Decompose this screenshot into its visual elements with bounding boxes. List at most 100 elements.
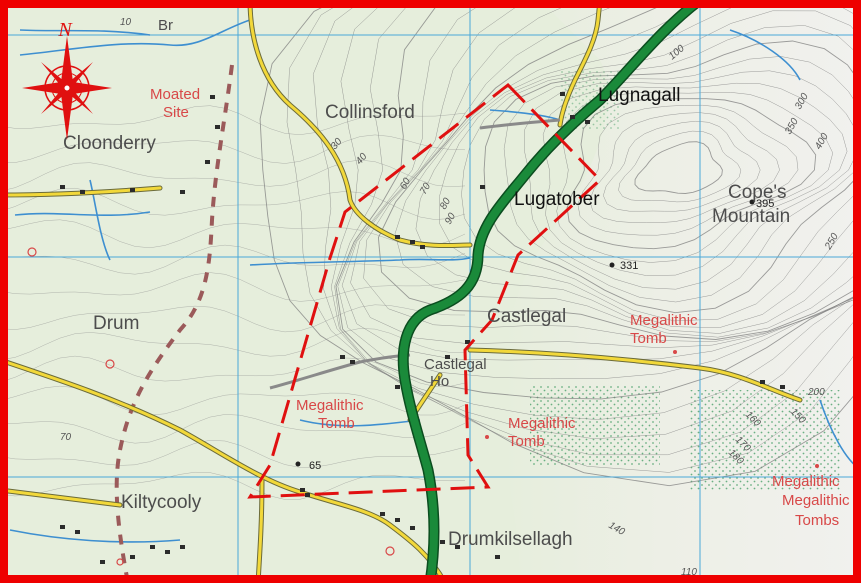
- building: [340, 355, 345, 359]
- contour-label: 80: [438, 196, 453, 212]
- contour-line: [0, 159, 466, 192]
- building: [205, 160, 210, 164]
- contour-label: 60: [398, 176, 413, 192]
- contour-line: [0, 328, 466, 361]
- contour-label: 70: [60, 432, 72, 443]
- place-label: Lugnagall: [598, 85, 680, 106]
- antiquity-label: Megalithic: [782, 492, 850, 509]
- contour-line: [350, 0, 861, 349]
- contour-line: [394, 0, 861, 338]
- building: [760, 380, 765, 384]
- contour-label: 70: [418, 181, 433, 197]
- building: [455, 545, 460, 549]
- river: [19, 29, 151, 36]
- township-boundary: [114, 64, 234, 583]
- contour-line: [503, 56, 861, 303]
- spot-height-dot: [295, 461, 301, 467]
- building: [180, 545, 185, 549]
- contour-line: [337, 0, 861, 380]
- contour-line: [286, 0, 861, 473]
- place-label: Castlegal: [487, 306, 566, 327]
- building: [75, 530, 80, 534]
- building: [480, 185, 485, 189]
- building: [395, 385, 400, 389]
- contour-line: [363, 0, 861, 342]
- antiquity-label: Tomb: [508, 433, 545, 450]
- river: [249, 257, 471, 266]
- contour-line: [341, 0, 861, 361]
- rivers: [9, 19, 861, 543]
- track: [479, 118, 561, 130]
- contour-line: [603, 120, 761, 212]
- contour-line: [377, 0, 861, 340]
- contour-line: [556, 92, 834, 263]
- place-label: Cloonderry: [63, 133, 156, 154]
- place-label: Mountain: [712, 206, 790, 227]
- main-road: [397, 0, 706, 583]
- place-label: Kiltycooly: [121, 492, 202, 513]
- spot-height-label: 331: [620, 260, 638, 272]
- antiquity-label: Megalithic: [630, 312, 698, 329]
- contour-line: [461, 25, 861, 322]
- contour-line: [0, 244, 466, 275]
- contour-line: [566, 98, 817, 250]
- spot-height-dot: [609, 262, 615, 268]
- building: [560, 92, 565, 96]
- contour-line: [334, 0, 861, 420]
- contour-line: [0, 471, 466, 500]
- building: [60, 525, 65, 529]
- building: [585, 120, 590, 124]
- building: [305, 493, 310, 497]
- place-label: Lugatober: [514, 189, 600, 210]
- building: [130, 188, 135, 192]
- contour-line: [618, 130, 742, 203]
- building: [180, 190, 185, 194]
- minor-roads: [0, 0, 803, 583]
- buildings: [60, 92, 785, 564]
- antiquity-label: Site: [163, 104, 189, 121]
- contour-line: [542, 82, 848, 276]
- antiquity-label: Megalithic: [296, 397, 364, 414]
- north-label: N: [57, 19, 73, 41]
- river: [14, 211, 151, 217]
- contour-line: [634, 141, 723, 194]
- contour-line: [312, 0, 861, 456]
- contour-label: 10: [120, 17, 132, 28]
- contour-line: [259, 0, 861, 487]
- antiquity-label: Tomb: [630, 330, 667, 347]
- contour-line: [0, 355, 466, 387]
- building: [420, 245, 425, 249]
- building: [780, 385, 785, 389]
- contour-label: 110: [681, 567, 697, 578]
- building: [495, 555, 500, 559]
- contour-line: [330, 0, 861, 440]
- building: [100, 560, 105, 564]
- contour-line: [0, 440, 466, 468]
- antiquity-label: Tombs: [795, 512, 839, 529]
- township-boundary-line: [114, 64, 234, 583]
- building: [440, 540, 445, 544]
- building: [150, 545, 155, 549]
- building: [410, 526, 415, 530]
- building: [80, 190, 85, 194]
- antiquity-label: Moated: [150, 86, 200, 103]
- place-label: Drumkilsellagh: [448, 529, 573, 550]
- building: [300, 488, 305, 492]
- contour-line: [439, 10, 861, 328]
- building: [465, 340, 470, 344]
- spot-height-label: 65: [309, 460, 321, 472]
- river: [89, 179, 111, 261]
- building: [410, 240, 415, 244]
- place-label: Collinsford: [325, 102, 415, 123]
- contour-line: [589, 112, 780, 223]
- contour-line: [0, 304, 466, 333]
- spot-height-dot: [749, 199, 755, 205]
- building: [165, 550, 170, 554]
- place-label: Castlegal: [424, 356, 487, 373]
- building: [570, 115, 575, 119]
- contour-line: [0, 134, 466, 164]
